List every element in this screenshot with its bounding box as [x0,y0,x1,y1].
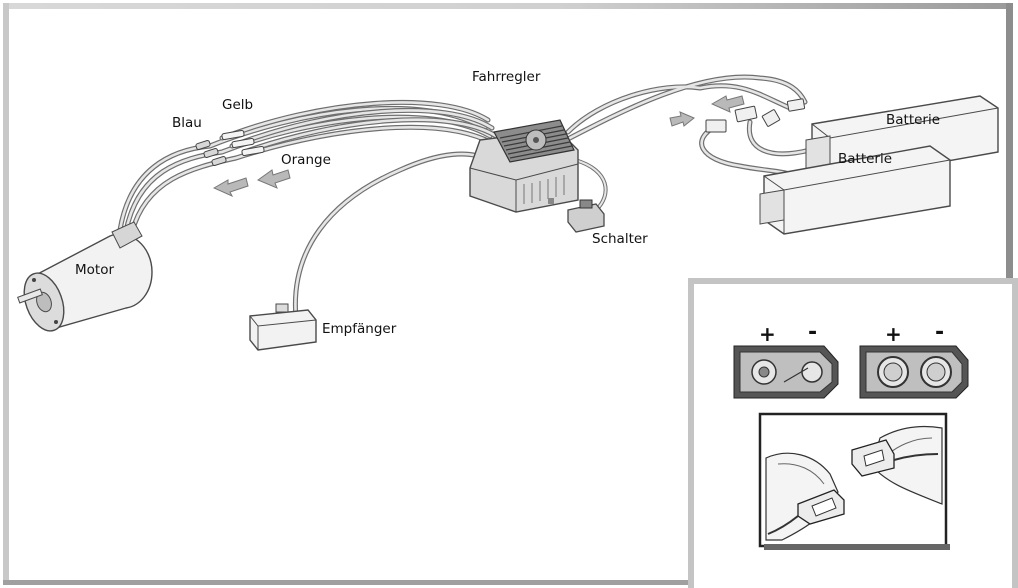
polarity-plus-label-2: + [885,322,902,346]
esc-unit [469,119,579,213]
wire-yellow-label: Gelb [222,97,254,113]
connector-inset-panel: + - + - [688,278,1018,588]
switch-unit [567,199,605,233]
battery-label-2: Batterie [838,151,893,167]
polarity-minus-label-2: - [935,320,945,345]
switch-wire [573,158,608,212]
receiver-wire [292,151,491,321]
motor-label: Motor [75,262,115,278]
bullet-connectors [195,129,265,166]
connect-arrows-motor [212,169,291,198]
motor-wires [117,99,499,235]
motor-unit [17,221,153,332]
connector-plug-male [733,345,839,399]
polarity-minus-label-1: - [808,320,818,345]
wire-orange-label: Orange [281,152,331,168]
switch-label: Schalter [592,231,648,247]
polarity-plus-label-1: + [759,322,776,346]
connect-arrows-battery [669,95,745,127]
connector-plug-female [859,345,969,399]
esc-label: Fahrregler [472,69,541,85]
hands-connecting-illustration [758,412,950,550]
receiver-label: Empfänger [322,321,397,337]
receiver-unit [249,303,317,351]
battery-connectors [705,98,806,133]
wire-blue-label: Blau [172,115,202,131]
battery-label-1: Batterie [886,112,941,128]
battery-front [759,145,951,235]
inset-canvas [688,278,1018,588]
